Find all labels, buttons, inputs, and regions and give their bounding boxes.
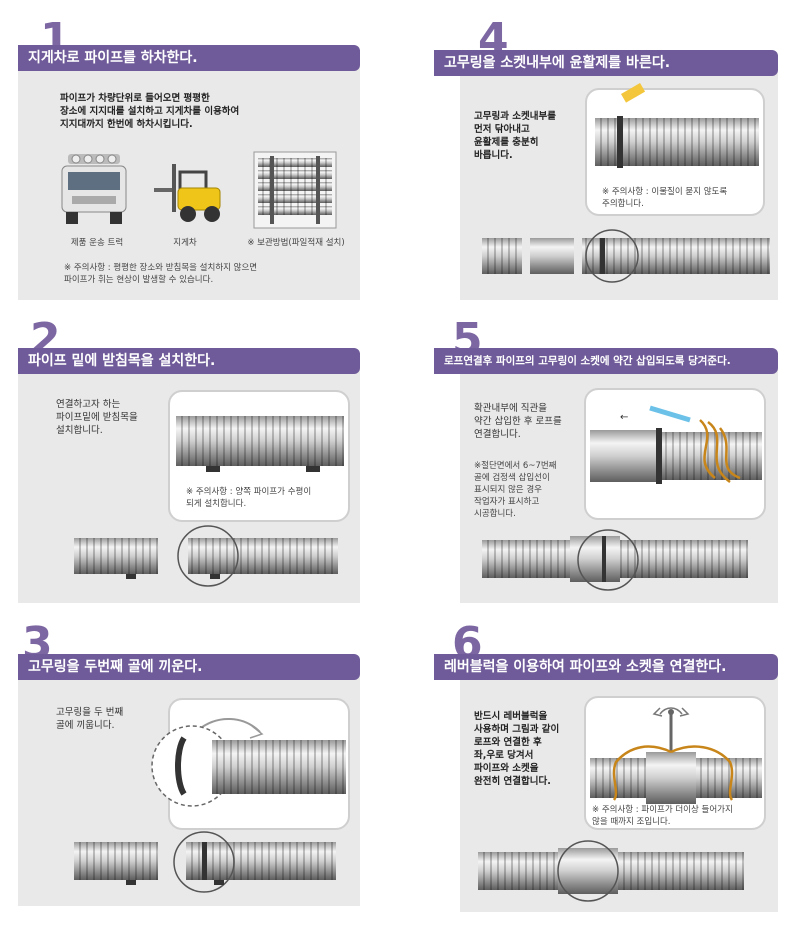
lever-block-illustration — [590, 707, 762, 804]
step-6-pipe-assembly — [478, 840, 744, 902]
step-4-note: ※ 주의사항 : 이물질이 묻지 않도록 주의합니다. — [602, 187, 728, 209]
step-5-title: 로프연결후 파이프의 고무링이 소켓에 약간 삽입되도록 당겨준다. — [434, 348, 778, 374]
step-2-title: 파이프 밑에 받침목을 설치한다. — [18, 348, 360, 374]
step-6-note: ※ 주의사항 : 파이프가 더이상 들어가지 않을 때까지 조입니다. — [592, 805, 733, 827]
step-3-pipe-assembly — [74, 831, 336, 893]
step-3-description: 고무링을 두 번째 골에 끼웁니다. — [56, 707, 124, 731]
step-5-description: 확관내부에 직관을 약간 삽입한 후 로프를 연결합니다. — [474, 403, 562, 440]
step-3-image-card — [151, 698, 350, 830]
forklift-illustration — [154, 164, 221, 222]
step-4-image-card — [585, 83, 765, 216]
step-5-image-card: ← — [584, 388, 766, 520]
step-4-title: 고무링을 소켓내부에 윤활제를 바른다. — [434, 50, 778, 76]
step-5-pipe-assembly — [482, 529, 748, 591]
support-pipe-illustration — [176, 416, 344, 472]
step-5-note: ※절단면에서 6~7번째 골에 검정색 삽입선이 표시되지 않은 경우 작업자가… — [474, 461, 557, 519]
step-2-pipe-assembly — [74, 525, 338, 587]
step-2-description: 연결하고자 하는 파이프밑에 받침목을 설치합니다. — [56, 399, 138, 436]
rope-pipe-illustration: ← — [590, 405, 762, 484]
step-6-description: 반드시 레버블럭을 사용하며 그림과 같이 로프와 연결한 후 좌,우로 당겨서… — [474, 711, 560, 787]
storage-caption: ※ 보관방법(파일적재 설치) — [247, 238, 345, 248]
rubber-ring-illustration — [151, 717, 346, 807]
step-1-title: 지게차로 파이프를 하차한다. — [18, 45, 360, 71]
truck-caption: 제품 운송 트럭 — [70, 238, 124, 248]
step-6-image-card — [584, 696, 766, 830]
step-3-title: 고무링을 두번째 골에 끼운다. — [18, 654, 360, 680]
truck-illustration — [61, 154, 127, 224]
step-4-description: 고무링과 소켓내부를 먼저 닦아내고 윤활제를 충분히 바릅니다. — [474, 111, 556, 161]
pipe-storage-illustration — [253, 151, 337, 229]
step-6-title: 레버블럭을 이용하여 파이프와 소켓을 연결한다. — [434, 654, 778, 680]
step-4-pipe-assembly — [482, 229, 770, 283]
forklift-caption: 지게차 — [173, 238, 197, 248]
step-2-image-card — [168, 390, 350, 522]
svg-text:←: ← — [620, 412, 628, 423]
lubricant-pipe-illustration — [595, 83, 759, 168]
step-1-description: 파이프가 차량단위로 들어오면 평평한 장소에 지지대를 설치하고 지게차를 이… — [60, 93, 240, 130]
step-1-note: ※ 주의사항 : 평평한 장소와 받침목을 설치하지 않으면 파이프가 휘는 현… — [64, 263, 258, 285]
step-2-note: ※ 주의사항 : 양쪽 파이프가 수평이 되게 설치합니다. — [186, 487, 312, 509]
